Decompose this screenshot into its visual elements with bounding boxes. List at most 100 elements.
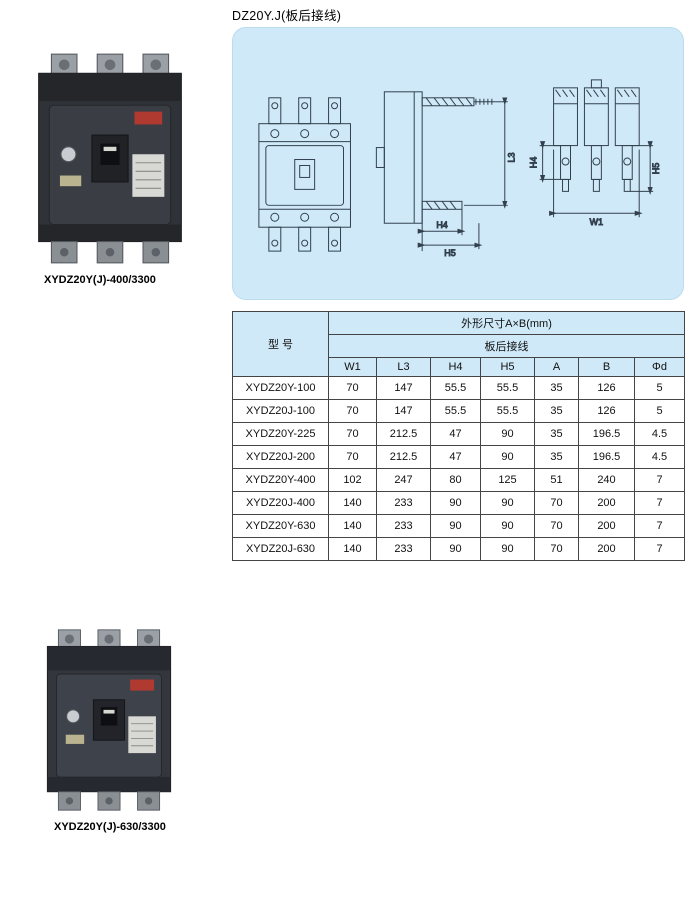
breaker-top-terminals — [57, 629, 161, 651]
cell-value: 126 — [578, 399, 635, 423]
cell-value: 7 — [633, 514, 686, 538]
cell-value: 102 — [328, 468, 377, 492]
cell-value: 55.5 — [480, 399, 535, 423]
dim-label-h4-side: H4 — [436, 220, 447, 230]
cell-value: 196.5 — [578, 422, 635, 446]
cell-value: 126 — [578, 376, 635, 400]
breaker-button — [66, 709, 81, 724]
dimension-table: 型 号 外形尺寸A×B(mm) 板后接线 W1 L3 H4 H5 A B Φd … — [232, 311, 686, 561]
breaker-red-label — [134, 111, 163, 125]
cell-model: XYDZ20Y-630 — [232, 514, 329, 538]
cell-value: 51 — [534, 468, 579, 492]
cell-model: XYDZ20J-400 — [232, 491, 329, 515]
cell-value: 4.5 — [633, 445, 686, 469]
table-row: XYDZ20Y-225 70 212.5 47 90 35 196.5 4.5 — [232, 422, 686, 446]
breaker-illustration-400 — [38, 53, 182, 264]
cell-value: 70 — [534, 514, 579, 538]
cell-value: 200 — [578, 514, 635, 538]
cell-value: 55.5 — [430, 399, 481, 423]
cell-value: 240 — [578, 468, 635, 492]
cell-value: 90 — [430, 514, 481, 538]
cell-model: XYDZ20J-100 — [232, 399, 329, 423]
cell-value: 70 — [328, 399, 377, 423]
cell-value: 247 — [376, 468, 431, 492]
cell-value: 90 — [480, 514, 535, 538]
cell-value: 7 — [633, 537, 686, 561]
cell-value: 212.5 — [376, 422, 431, 446]
cell-value: 90 — [430, 537, 481, 561]
col-header-l3: L3 — [376, 357, 431, 377]
front-view — [258, 97, 351, 252]
breaker-illustration-630 — [46, 629, 172, 811]
cell-model: XYDZ20J-630 — [232, 537, 329, 561]
cell-value: 140 — [328, 537, 377, 561]
product-label-630: XYDZ20Y(J)-630/3300 — [54, 821, 166, 833]
dimension-diagram: L3 H4 H5 — [258, 79, 662, 259]
cell-value: 233 — [376, 537, 431, 561]
cell-value: 80 — [430, 468, 481, 492]
table-row: XYDZ20Y-400 102 247 80 125 51 240 7 — [232, 468, 686, 492]
page-title: DZ20Y.J(板后接线) — [232, 9, 342, 23]
cell-value: 196.5 — [578, 445, 635, 469]
table-row: XYDZ20Y-100 70 147 55.5 55.5 35 126 5 — [232, 376, 686, 400]
cell-value: 125 — [480, 468, 535, 492]
breaker-spec-label — [132, 154, 165, 197]
header-group-rear-wiring: 板后接线 — [327, 334, 686, 358]
cell-value: 70 — [328, 376, 377, 400]
cell-model: XYDZ20Y-225 — [232, 422, 329, 446]
table-row: XYDZ20J-400 140 233 90 90 70 200 7 — [232, 491, 686, 515]
cell-value: 90 — [480, 445, 535, 469]
cell-value: 233 — [376, 514, 431, 538]
side-view: L3 H4 H5 — [375, 91, 517, 259]
table-row: XYDZ20J-630 140 233 90 90 70 200 7 — [232, 537, 686, 561]
rear-view: H4 H5 W1 — [528, 79, 662, 228]
col-header-h5: H5 — [480, 357, 535, 377]
cell-value: 70 — [328, 445, 377, 469]
dimension-diagram-panel: L3 H4 H5 — [232, 27, 684, 300]
cell-value: 90 — [480, 422, 535, 446]
dim-label-h4-rear: H4 — [529, 157, 539, 168]
cell-value: 140 — [328, 491, 377, 515]
cell-model: XYDZ20Y-100 — [232, 376, 329, 400]
cell-value: 200 — [578, 537, 635, 561]
cell-value: 5 — [633, 376, 686, 400]
cell-model: XYDZ20Y-400 — [232, 468, 329, 492]
cell-value: 35 — [534, 445, 579, 469]
header-group-dimensions: 外形尺寸A×B(mm) — [327, 311, 686, 335]
cell-value: 200 — [578, 491, 635, 515]
cell-value: 90 — [480, 491, 535, 515]
cell-value: 70 — [534, 537, 579, 561]
cell-value: 147 — [376, 399, 431, 423]
dim-label-h5-rear: H5 — [651, 163, 661, 174]
col-header-b: B — [578, 357, 635, 377]
dim-label-w1: W1 — [590, 217, 603, 227]
cell-value: 55.5 — [430, 376, 481, 400]
table-row: XYDZ20J-100 70 147 55.5 55.5 35 126 5 — [232, 399, 686, 423]
cell-model: XYDZ20J-200 — [232, 445, 329, 469]
dim-label-h5-side: H5 — [444, 248, 455, 258]
cell-value: 70 — [328, 422, 377, 446]
cell-value: 5 — [633, 399, 686, 423]
cell-value: 7 — [633, 468, 686, 492]
cell-value: 147 — [376, 376, 431, 400]
cell-value: 7 — [633, 491, 686, 515]
col-header-w1: W1 — [328, 357, 377, 377]
cell-value: 140 — [328, 514, 377, 538]
cell-value: 70 — [534, 491, 579, 515]
product-label-400: XYDZ20Y(J)-400/3300 — [44, 274, 156, 286]
table-row: XYDZ20J-200 70 212.5 47 90 35 196.5 4.5 — [232, 445, 686, 469]
dim-label-l3: L3 — [507, 153, 517, 163]
breaker-red-label — [130, 679, 155, 691]
cell-value: 55.5 — [480, 376, 535, 400]
cell-value: 47 — [430, 422, 481, 446]
cell-value: 47 — [430, 445, 481, 469]
breaker-spec-label — [128, 716, 156, 754]
product-photo-630: XYDZ20Y(J)-630/3300 — [40, 628, 180, 833]
cell-value: 90 — [480, 537, 535, 561]
col-header-phid: Φd — [633, 357, 686, 377]
product-photo-400: XYDZ20Y(J)-400/3300 — [30, 52, 198, 286]
col-header-h4: H4 — [430, 357, 481, 377]
cell-value: 35 — [534, 376, 579, 400]
cell-value: 4.5 — [633, 422, 686, 446]
